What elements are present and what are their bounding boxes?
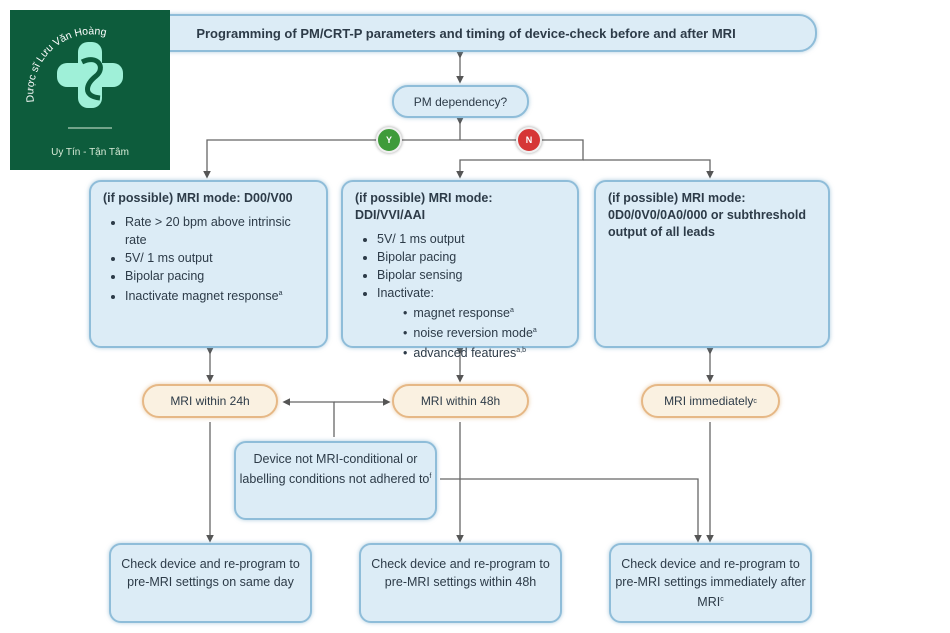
footnote-mark: c xyxy=(753,397,757,405)
footnote-mark: f xyxy=(429,473,432,480)
mode-item: 5V/ 1 ms output xyxy=(125,249,314,267)
mode-item-list: Rate > 20 bpm above intrinsic rate 5V/ 1… xyxy=(103,213,314,305)
pharmacist-logo: Dược sĩ Lưu Văn Hoàng Uy Tín - Tận Tâm xyxy=(10,10,170,170)
mode-heading: (if possible) MRI mode: DDI/VVI/AAI xyxy=(355,191,493,222)
not-mri-conditional-box: Device not MRI-conditional or labelling … xyxy=(234,441,437,520)
footnote-mark: c xyxy=(720,596,724,603)
mode-item: Bipolar pacing xyxy=(377,248,565,266)
check-box-immediately: Check device and re-program to pre-MRI s… xyxy=(609,543,812,623)
footnote-mark: a xyxy=(532,327,537,335)
timing-pill-24h: MRI within 24h xyxy=(142,384,278,418)
timing-pill-48h: MRI within 48h xyxy=(392,384,529,418)
mode-subitem: noise reversion modea xyxy=(413,322,565,342)
mode-item: Inactivate: magnet responsea noise rever… xyxy=(377,284,565,362)
mode-item: 5V/ 1 ms output xyxy=(377,230,565,248)
mode-heading: (if possible) MRI mode: 0D0/0V0/0A0/000 … xyxy=(608,191,806,239)
footnote-mark: a xyxy=(509,307,514,314)
mode-box-000: (if possible) MRI mode: 0D0/0V0/0A0/000 … xyxy=(594,180,830,348)
mode-subitem: magnet responsea xyxy=(413,302,565,322)
title-text: Programming of PM/CRT-P parameters and t… xyxy=(196,25,736,41)
not-mri-conditional-text: Device not MRI-conditional or labelling … xyxy=(239,452,430,487)
footnote-mark: a xyxy=(278,290,283,297)
mode-item: Bipolar sensing xyxy=(377,266,565,284)
check-box-48h: Check device and re-program to pre-MRI s… xyxy=(359,543,562,623)
footnote-mark: a,b xyxy=(516,347,526,355)
check-box-same-day: Check device and re-program to pre-MRI s… xyxy=(109,543,312,623)
no-badge: N xyxy=(516,127,542,153)
mode-subitem-list: magnet responsea noise reversion modea a… xyxy=(377,302,565,362)
mode-heading: (if possible) MRI mode: D00/V00 xyxy=(103,191,293,205)
pm-dependency-text: PM dependency? xyxy=(413,94,508,109)
mode-item: Bipolar pacing xyxy=(125,267,314,285)
mode-item-list: 5V/ 1 ms output Bipolar pacing Bipolar s… xyxy=(355,230,565,362)
mode-subitem: advanced featuresa,b xyxy=(413,342,565,362)
cross-logo-icon: Dược sĩ Lưu Văn Hoàng xyxy=(24,25,123,129)
pm-dependency-box: PM dependency? xyxy=(392,85,529,118)
mode-box-d00-v00: (if possible) MRI mode: D00/V00 Rate > 2… xyxy=(89,180,328,348)
mode-item: Inactivate magnet responsea xyxy=(125,285,314,305)
mode-item: Rate > 20 bpm above intrinsic rate xyxy=(125,213,314,249)
logo-tagline: Uy Tín - Tận Tâm xyxy=(51,147,129,158)
title-box: Programming of PM/CRT-P parameters and t… xyxy=(115,14,817,52)
yes-badge: Y xyxy=(376,127,402,153)
mode-box-ddi-vvi-aai: (if possible) MRI mode: DDI/VVI/AAI 5V/ … xyxy=(341,180,579,360)
